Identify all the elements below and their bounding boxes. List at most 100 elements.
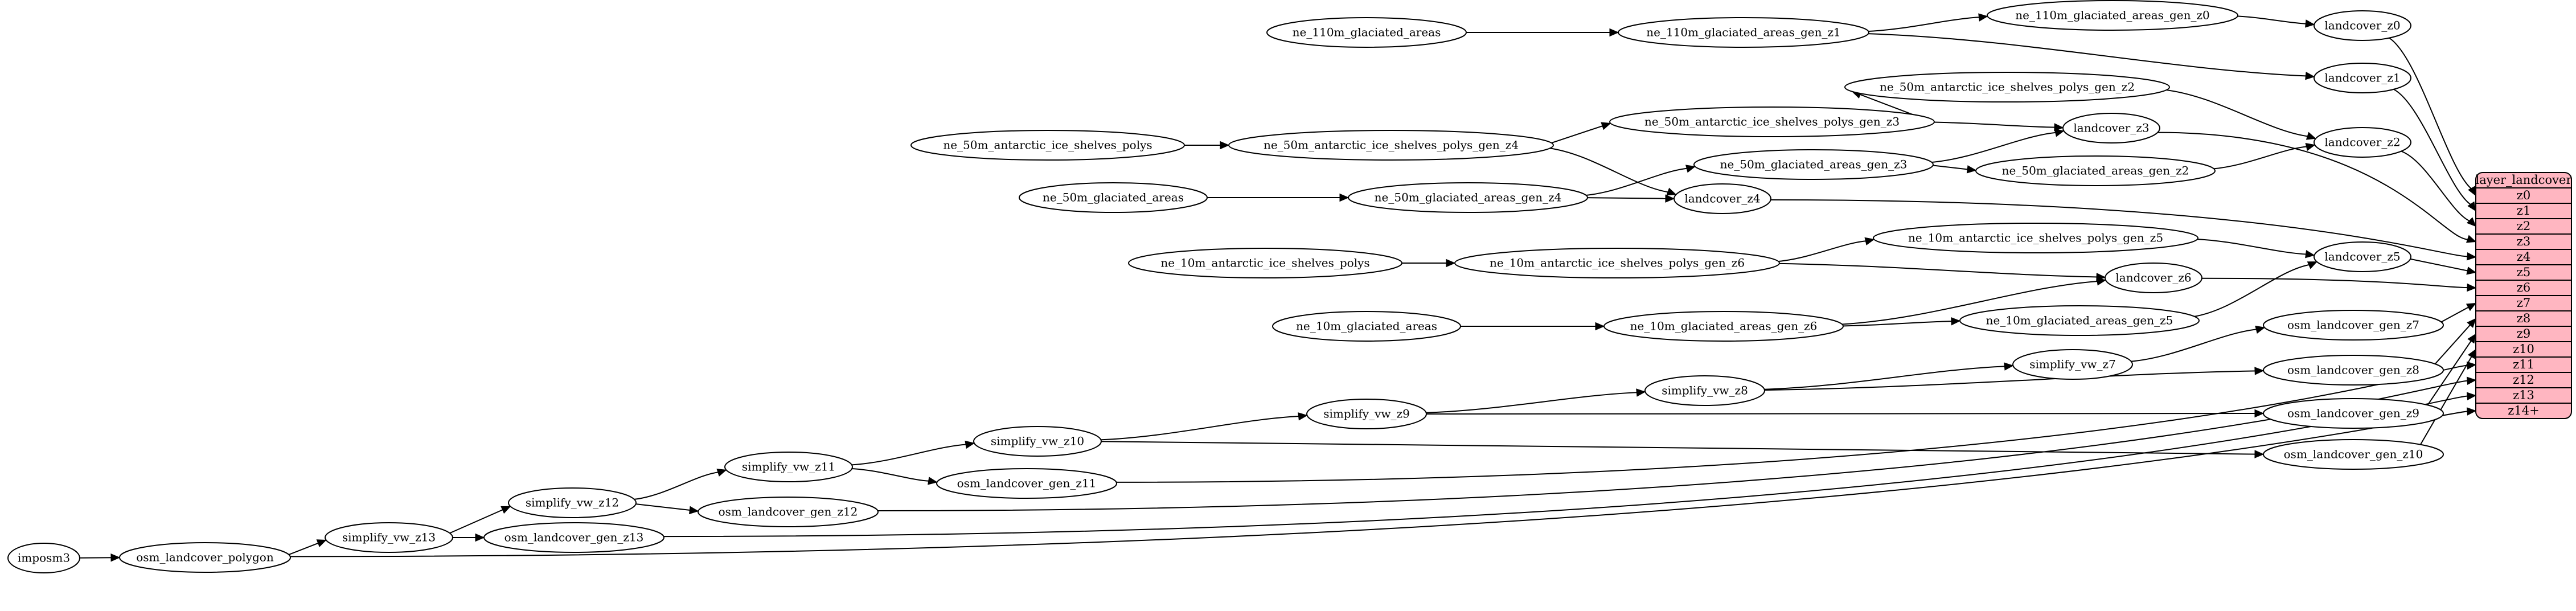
node-label-landcover_z2: landcover_z2 [2324, 136, 2400, 149]
node-ne_50m_antarctic_ice_shelves_polys_gen_z4[interactable] [1228, 130, 1554, 161]
node-osm_landcover_gen_z12[interactable] [698, 497, 879, 527]
node-label-landcover_z0: landcover_z0 [2324, 19, 2400, 32]
node-label-osm_landcover_gen_z7: osm_landcover_gen_z7 [2287, 318, 2419, 332]
node-ne_10m_antarctic_ice_shelves_polys_gen_z5[interactable] [1873, 223, 2198, 253]
node-label-ne_50m_glaciated_areas_gen_z3: ne_50m_glaciated_areas_gen_z3 [1720, 158, 1908, 171]
node-ne_10m_glaciated_areas_gen_z5[interactable] [1959, 305, 2200, 336]
node-ne_50m_antarctic_ice_shelves_polys[interactable] [910, 130, 1185, 161]
edge-simplify_vw_z11-to-osm_landcover_gen_z11 [851, 468, 930, 482]
node-osm_landcover_gen_z11[interactable] [936, 468, 1117, 499]
node-ne_10m_antarctic_ice_shelves_polys[interactable] [1128, 248, 1402, 278]
node-osm_landcover_gen_z7[interactable] [2263, 310, 2444, 341]
node-landcover_z1[interactable] [2314, 63, 2411, 93]
layer-table-row-z2[interactable]: z2 [2517, 219, 2530, 233]
arrowhead-icon [2466, 376, 2477, 385]
node-simplify_vw_z13[interactable] [325, 522, 453, 553]
node-imposm3[interactable] [7, 543, 80, 573]
arrowhead-icon [1666, 187, 1677, 196]
node-label-osm_landcover_gen_z8: osm_landcover_gen_z8 [2287, 363, 2419, 377]
layer-table-row-z8[interactable]: z8 [2517, 311, 2530, 325]
arrowhead-icon [928, 477, 938, 485]
node-label-osm_landcover_gen_z9: osm_landcover_gen_z9 [2287, 407, 2419, 420]
layer-table-row-z3[interactable]: z3 [2517, 235, 2530, 248]
node-simplify_vw_z9[interactable] [1306, 399, 1427, 429]
edge-osm_landcover_gen_z11-to-layer_landcover-z11 [1114, 364, 2470, 483]
edge-simplify_vw_z8-to-simplify_vw_z7 [1763, 366, 2007, 390]
edge-ne_50m_antarctic_ice_shelves_polys_gen_z4-to-landcover_z4 [1547, 147, 1670, 193]
layer-table-row-z13[interactable]: z13 [2513, 388, 2534, 402]
edge-simplify_vw_z9-to-simplify_vw_z8 [1425, 392, 1639, 413]
arrowhead-icon [1966, 165, 1977, 174]
edge-osm_landcover_gen_z8-to-layer_landcover-z8 [2434, 323, 2472, 365]
edge-ne_110m_glaciated_areas_gen_z1-to-ne_110m_glaciated_areas_gen_z0 [1866, 17, 1981, 32]
node-osm_landcover_gen_z10[interactable] [2263, 439, 2444, 470]
edge-simplify_vw_z13-to-simplify_vw_z12 [448, 509, 504, 534]
edge-imposm3-to-osm_landcover_polygon [79, 557, 113, 559]
edge-simplify_vw_z12-to-simplify_vw_z11 [633, 471, 720, 501]
node-osm_landcover_polygon[interactable] [119, 542, 291, 573]
layer-table-row-z0[interactable]: z0 [2517, 188, 2530, 202]
node-osm_landcover_gen_z8[interactable] [2263, 355, 2444, 386]
arrowhead-icon [1951, 317, 1961, 326]
layer-table-row-z5[interactable]: z5 [2517, 265, 2530, 279]
node-label-ne_50m_glaciated_areas_gen_z4: ne_50m_glaciated_areas_gen_z4 [1375, 191, 1562, 204]
node-label-ne_10m_glaciated_areas_gen_z5: ne_10m_glaciated_areas_gen_z5 [1986, 314, 2173, 327]
layer-table-row-z9[interactable]: z9 [2517, 327, 2530, 341]
node-ne_110m_glaciated_areas_gen_z1[interactable] [1618, 17, 1869, 48]
node-label-landcover_z4: landcover_z4 [1684, 192, 1760, 206]
layer-table-row-z1[interactable]: z1 [2517, 204, 2530, 218]
layer-table-row-z12[interactable]: z12 [2513, 373, 2534, 387]
arrowhead-icon [2305, 142, 2316, 151]
node-ne_50m_glaciated_areas[interactable] [1019, 182, 1208, 213]
node-osm_landcover_gen_z9[interactable] [2263, 398, 2444, 429]
node-ne_50m_glaciated_areas_gen_z3[interactable] [1693, 149, 1934, 180]
layer-table-row-z14+[interactable]: z14+ [2508, 404, 2539, 417]
edge-osm_landcover_polygon-to-simplify_vw_z13 [287, 542, 320, 556]
node-landcover_z5[interactable] [2314, 241, 2411, 272]
node-landcover_z3[interactable] [2062, 113, 2160, 143]
node-simplify_vw_z7[interactable] [2012, 349, 2133, 380]
node-label-landcover_z6: landcover_z6 [2115, 271, 2191, 285]
node-ne_10m_antarctic_ice_shelves_polys_gen_z6[interactable] [1454, 248, 1780, 278]
node-ne_50m_antarctic_ice_shelves_polys_gen_z2[interactable] [1844, 72, 2170, 102]
node-landcover_z0[interactable] [2314, 10, 2411, 41]
node-label-osm_landcover_gen_z10: osm_landcover_gen_z10 [2284, 448, 2423, 461]
arrowhead-icon [110, 553, 121, 562]
node-label-simplify_vw_z11: simplify_vw_z11 [742, 460, 835, 474]
node-osm_landcover_gen_z13[interactable] [483, 522, 664, 553]
layer-table-row-z6[interactable]: z6 [2517, 281, 2530, 294]
node-landcover_z4[interactable] [1673, 183, 1771, 214]
arrowhead-icon [1665, 194, 1675, 203]
edge-simplify_vw_z11-to-simplify_vw_z10 [850, 444, 968, 466]
layer-table-row-z11[interactable]: z11 [2513, 358, 2534, 371]
node-simplify_vw_z11[interactable] [724, 452, 853, 482]
edge-simplify_vw_z7-to-osm_landcover_gen_z7 [2130, 329, 2258, 362]
arrowhead-icon [2467, 333, 2476, 344]
node-ne_10m_glaciated_areas_gen_z6[interactable] [1603, 311, 1844, 342]
node-simplify_vw_z12[interactable] [508, 487, 637, 518]
node-ne_10m_glaciated_areas[interactable] [1272, 311, 1461, 342]
edge-osm_landcover_gen_z7-to-layer_landcover-z7 [2439, 306, 2470, 323]
layer-table-row-z10[interactable]: z10 [2513, 342, 2534, 356]
arrowhead-icon [1601, 122, 1611, 130]
arrowhead-icon [2307, 261, 2317, 269]
node-simplify_vw_z8[interactable] [1644, 375, 1765, 406]
node-label-ne_50m_antarctic_ice_shelves_polys_gen_z2: ne_50m_antarctic_ice_shelves_polys_gen_z… [1880, 80, 2135, 94]
node-landcover_z2[interactable] [2314, 127, 2411, 158]
arrowhead-icon [2466, 392, 2477, 400]
arrowhead-icon [2004, 362, 2014, 371]
node-ne_110m_glaciated_areas_gen_z0[interactable] [1987, 0, 2238, 31]
layer-table-row-z4[interactable]: z4 [2517, 250, 2530, 264]
node-label-ne_50m_antarctic_ice_shelves_polys: ne_50m_antarctic_ice_shelves_polys [943, 138, 1152, 152]
node-label-ne_50m_antarctic_ice_shelves_polys_gen_z3: ne_50m_antarctic_ice_shelves_polys_gen_z… [1644, 115, 1900, 129]
node-ne_50m_antarctic_ice_shelves_polys_gen_z3[interactable] [1609, 106, 1935, 137]
node-ne_50m_glaciated_areas_gen_z4[interactable] [1348, 182, 1588, 213]
layer-table-row-z7[interactable]: z7 [2517, 296, 2530, 310]
node-ne_50m_glaciated_areas_gen_z2[interactable] [1975, 155, 2216, 186]
layer-table-header: layer_landcover [2475, 173, 2572, 187]
node-landcover_z6[interactable] [2105, 263, 2202, 293]
node-ne_110m_glaciated_areas[interactable] [1266, 17, 1467, 48]
node-simplify_vw_z10[interactable] [973, 426, 1102, 457]
arrowhead-icon [1685, 165, 1696, 173]
